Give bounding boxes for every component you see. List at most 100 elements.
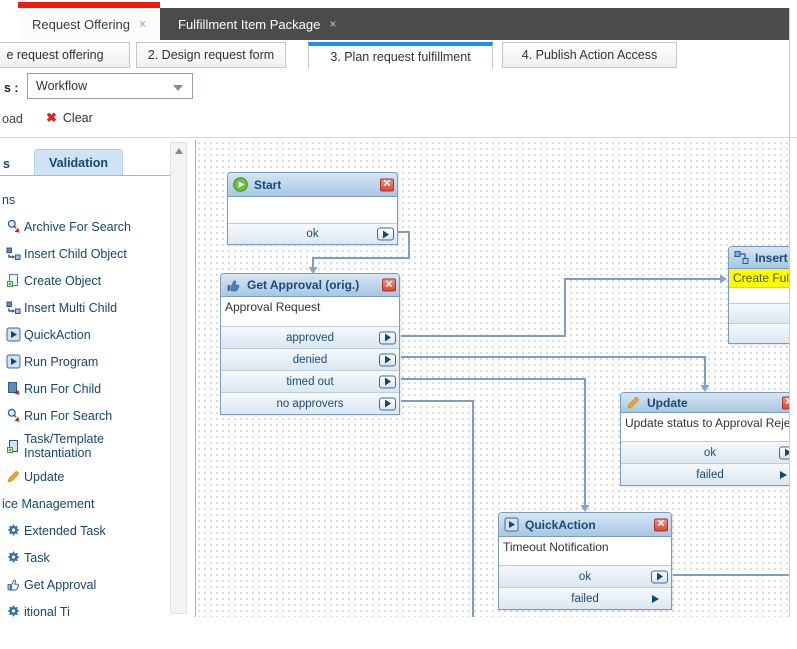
sidebar-item-label: QuickAction: [24, 327, 91, 342]
sidebar-item-run-program[interactable]: Run Program: [0, 348, 170, 375]
exit-row-ok: ok: [499, 565, 671, 587]
start-icon: [232, 177, 248, 193]
sidebar-tab-fragment[interactable]: s: [3, 157, 10, 171]
search-highlight: Create Fulf: [729, 269, 789, 288]
dropdown-value: Workflow: [36, 79, 88, 93]
close-icon[interactable]: ×: [139, 17, 147, 31]
sidebar-item-create-object[interactable]: Create Object: [0, 267, 170, 294]
sidebar-item-label: itional Ti: [24, 604, 70, 618]
exit-connector-button[interactable]: [779, 446, 789, 459]
window-tab-bar: [160, 8, 789, 40]
exit-label: no approvers: [276, 397, 344, 410]
thumb-icon: [225, 277, 241, 293]
exit-connector-button[interactable]: [379, 331, 396, 344]
sidebar-item-label: Update: [24, 469, 65, 484]
block-body: Update status to Approval Reject: [621, 413, 789, 441]
exit-row-approved: approved: [221, 326, 399, 348]
active-tab-accent-bar: [18, 2, 160, 8]
exit-row-timed out: timed out: [221, 370, 399, 392]
sidebar-item-task[interactable]: Task: [0, 544, 170, 571]
tab-define-request-offering[interactable]: e request offering: [0, 42, 130, 68]
sidebar-item-insert-multi-child[interactable]: Insert Multi Child: [0, 294, 170, 321]
sidebar-item-run-for-search[interactable]: Run For Search: [0, 402, 170, 429]
block-header[interactable]: Update ✕: [621, 393, 789, 413]
workflow-type-dropdown[interactable]: Workflow: [27, 73, 193, 99]
sidebar-item-archive-for-search[interactable]: Archive For Search: [0, 213, 170, 240]
block-header[interactable]: QuickAction✕: [499, 513, 671, 537]
scroll-up-button[interactable]: [171, 143, 186, 159]
exit-label: timed out: [286, 375, 334, 388]
exit-row-failed: failed: [621, 463, 789, 485]
exit-label: failed: [696, 468, 724, 481]
sidebar-tab-underline: [0, 175, 170, 176]
exit-connector-button[interactable]: [379, 375, 396, 388]
tab-request-offering[interactable]: Request Offering ×: [18, 8, 160, 40]
chevron-down-icon[interactable]: [173, 85, 183, 91]
exit-connector-button[interactable]: [379, 397, 396, 410]
close-icon[interactable]: ✕: [380, 178, 394, 191]
block-body: Approval Request: [221, 297, 399, 326]
sidebar-item-get-approval[interactable]: Get Approval: [0, 571, 170, 598]
exit-label: ok: [703, 446, 717, 459]
exit-arrow-icon[interactable]: [652, 594, 659, 603]
tab-publish-action-access[interactable]: 4. Publish Action Access: [502, 42, 677, 68]
sidebar-item-run-for-child[interactable]: Run For Child: [0, 375, 170, 402]
block-header[interactable]: Start✕: [228, 173, 397, 197]
exit-label: ok: [578, 570, 592, 583]
sidebar-item-label: Task/Template Instantiation: [24, 432, 104, 460]
exit-connector-button[interactable]: [377, 227, 394, 241]
exit-arrow-icon[interactable]: [780, 470, 787, 479]
block-title: Insert: [755, 250, 788, 265]
sidebar-item-label: Run For Child: [24, 381, 102, 396]
sidebar-scrollbar[interactable]: [170, 142, 187, 614]
sidebar-item-quickaction[interactable]: QuickAction: [0, 321, 170, 348]
workflow-block-update[interactable]: Update ✕ Update status to Approval Reject o…: [620, 392, 789, 486]
exit-row-no approvers: no approvers: [221, 392, 399, 414]
block-title: Update: [647, 395, 688, 410]
close-icon[interactable]: ✕: [782, 396, 789, 409]
tab-validation[interactable]: Validation: [34, 149, 124, 175]
arrow-up-icon: [174, 148, 183, 154]
play-icon: [503, 517, 519, 533]
exit-row-ok: ok: [228, 223, 397, 244]
sidebar-item-itional-ti[interactable]: itional Ti: [0, 598, 170, 617]
close-icon[interactable]: ×: [329, 17, 337, 31]
sidebar-item-task-template-instantiation[interactable]: Task/Template Instantiation: [0, 429, 170, 463]
sidebar-item-insert-child-object[interactable]: Insert Child Object: [0, 240, 170, 267]
block-body: Create Fulf: [729, 269, 789, 303]
tab-design-request-form[interactable]: 2. Design request form: [136, 42, 286, 68]
clear-label: Clear: [62, 111, 93, 125]
block-title: Get Approval (orig.): [247, 278, 360, 292]
gear-icon: [5, 523, 21, 539]
exit-row-unnamed: [729, 323, 789, 343]
block-header[interactable]: Get Approval (orig.) ✕: [221, 274, 399, 297]
close-icon[interactable]: ✕: [654, 518, 668, 531]
sidebar-item-label: Create Object: [24, 273, 102, 288]
workflow-block-insert[interactable]: Insert✕Create Fulf: [728, 246, 789, 344]
exit-connector-button[interactable]: [651, 570, 668, 583]
exit-row-unnamed: [729, 303, 789, 323]
sidebar-item-label: Archive For Search: [24, 219, 131, 234]
close-icon[interactable]: ✕: [382, 278, 396, 292]
doc-plus-icon: [5, 438, 21, 454]
exit-label: failed: [571, 592, 599, 605]
exit-connector-button[interactable]: [379, 353, 396, 366]
play-icon: [5, 354, 21, 370]
sidebar-item-update[interactable]: Update: [0, 463, 170, 490]
toolbar-divider: [0, 137, 797, 138]
tab-fulfillment-item-package[interactable]: Fulfillment Item Package ×: [163, 8, 351, 40]
workflow-block-start[interactable]: Start✕ ok: [227, 172, 398, 245]
block-header[interactable]: Insert✕: [729, 247, 789, 269]
load-button[interactable]: oad: [2, 112, 23, 126]
insert-icon: [733, 250, 749, 266]
pencil-icon: [625, 395, 641, 411]
exit-label: denied: [292, 353, 328, 366]
gear-icon: [5, 550, 21, 566]
sidebar-item-extended-task[interactable]: Extended Task: [0, 517, 170, 544]
tab-plan-request-fulfillment[interactable]: 3. Plan request fulfillment: [308, 42, 493, 69]
clear-button[interactable]: ✖ Clear: [46, 110, 93, 126]
